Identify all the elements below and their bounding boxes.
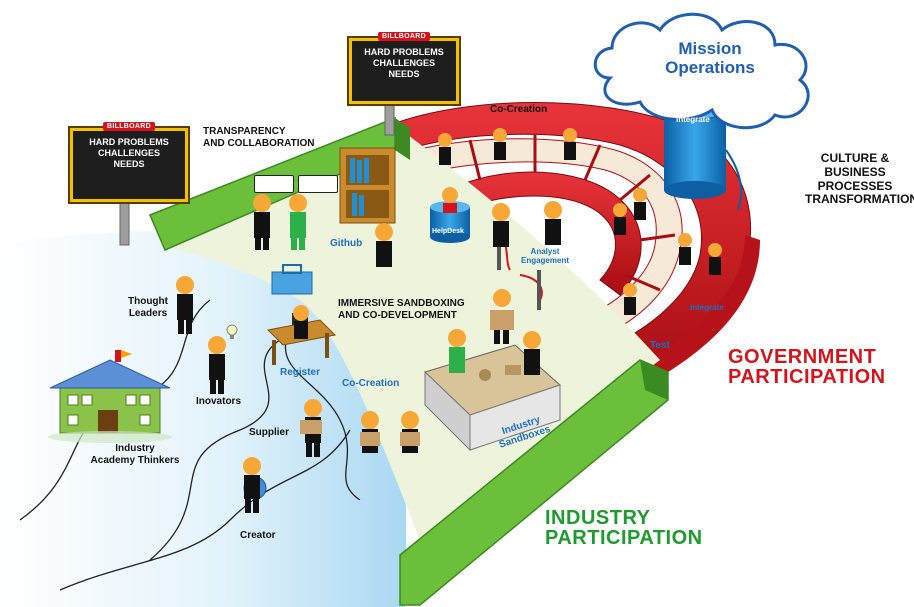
label-thought-leaders: Thought Leaders (118, 296, 178, 319)
label-culture: CULTURE & BUSINESS PROCESSES TRANSFORMAT… (805, 151, 914, 207)
flag-icon (121, 350, 132, 358)
person-figure (360, 411, 380, 453)
billboard-left: BILLBOARD HARD PROBLEMS CHALLENGES NEEDS (70, 122, 188, 202)
label-helpdesk: HelpDesk (432, 228, 464, 235)
billboard-line: CHALLENGES (372, 57, 435, 68)
speech-bubble (298, 175, 338, 193)
label-line: Analyst (530, 247, 560, 256)
label-integrate-mid: Integrate (690, 303, 724, 312)
label-industry: INDUSTRY PARTICIPATION (545, 508, 703, 548)
cloud-label: Mission Operations (650, 39, 770, 77)
person-figure (708, 243, 722, 275)
label-line: BUSINESS (824, 164, 886, 179)
label-line: TRANSFORMATION (805, 192, 914, 207)
people-figures (176, 128, 722, 513)
lightbulb-icon (226, 324, 238, 339)
person-figure (623, 283, 637, 315)
toolbox-icon (271, 264, 313, 295)
label-analyst: Analyst Engagement (515, 247, 575, 265)
person-figure (176, 276, 194, 334)
label-inovators: Inovators (196, 396, 242, 407)
billboard-line: NEEDS (113, 158, 145, 169)
integrate-cylinder (663, 100, 727, 199)
label-register: Register (280, 367, 321, 378)
person-figure (492, 203, 510, 247)
person-figure (563, 128, 577, 160)
billboard-line: HARD PROBLEMS (364, 47, 444, 57)
label-government: GOVERNMENT PARTICIPATION (728, 347, 886, 387)
person-figure (293, 305, 309, 339)
billboard-line: CHALLENGES (97, 147, 160, 158)
person-figure (678, 233, 692, 265)
person-figure (523, 331, 541, 375)
label-creator: Creator (240, 530, 276, 541)
speech-bubble (254, 175, 294, 193)
label-supplier: Supplier (249, 427, 290, 438)
person-figure (375, 223, 393, 267)
person-figure (400, 411, 420, 453)
label-line: CULTURE & (820, 151, 890, 165)
ring-connector (725, 149, 743, 211)
label-line: AND CO-DEVELOPMENT (338, 309, 457, 321)
label-line: INDUSTRY (545, 507, 651, 529)
label-line: Thought (128, 296, 168, 307)
billboard-tag: BILLBOARD (103, 122, 155, 131)
label-line: TRANSPARENCY (203, 126, 286, 137)
label-line: Engagement (520, 256, 569, 266)
billboard-line: NEEDS (388, 68, 420, 79)
person-figure (544, 201, 562, 245)
person-figure (438, 133, 452, 165)
sandbox-floor (160, 125, 660, 540)
label-line: IMMERSIVE SANDBOXING (338, 298, 465, 309)
label-line: AND COLLABORATION (203, 137, 315, 149)
person-figure (442, 187, 458, 213)
label-academy: Industry Academy Thinkers (80, 443, 190, 466)
person-figure (633, 188, 647, 220)
person-figure (490, 289, 514, 344)
label-co-creation-top: Co-Creation (490, 104, 548, 115)
label-line: PARTICIPATION (545, 527, 703, 549)
school-building-icon (48, 350, 172, 443)
bookshelf-icon (339, 147, 396, 224)
person-figure (613, 203, 627, 235)
billboard-tag: BILLBOARD (378, 32, 430, 41)
label-line: Industry (115, 443, 155, 454)
label-test: Test (650, 340, 670, 351)
label-line: Leaders (128, 307, 168, 319)
person-figure (300, 399, 322, 457)
person-figure (243, 457, 261, 513)
person-figure (253, 194, 271, 250)
mission-operations-cloud (593, 12, 810, 130)
person-figure (448, 329, 466, 373)
label-integrate-top: Integrate (676, 115, 710, 124)
label-line: PROCESSES (817, 178, 893, 193)
cloud-line: Mission (678, 39, 742, 58)
label-github: Github (330, 238, 363, 249)
label-line: PARTICIPATION (728, 366, 886, 388)
cloud-line: Operations (665, 57, 755, 77)
person-figure (289, 194, 307, 250)
label-immersive: IMMERSIVE SANDBOXING AND CO-DEVELOPMENT (338, 298, 465, 321)
label-line: GOVERNMENT (728, 346, 877, 368)
person-figure (208, 336, 226, 394)
label-transparency: TRANSPARENCY AND COLLABORATION (203, 126, 314, 149)
label-co-creation-mid: Co-Creation (342, 378, 400, 389)
person-figure (493, 128, 507, 160)
label-line: Academy Thinkers (90, 454, 180, 466)
billboard-line: HARD PROBLEMS (89, 137, 169, 147)
billboard-top: BILLBOARD HARD PROBLEMS CHALLENGES NEEDS (349, 32, 459, 104)
